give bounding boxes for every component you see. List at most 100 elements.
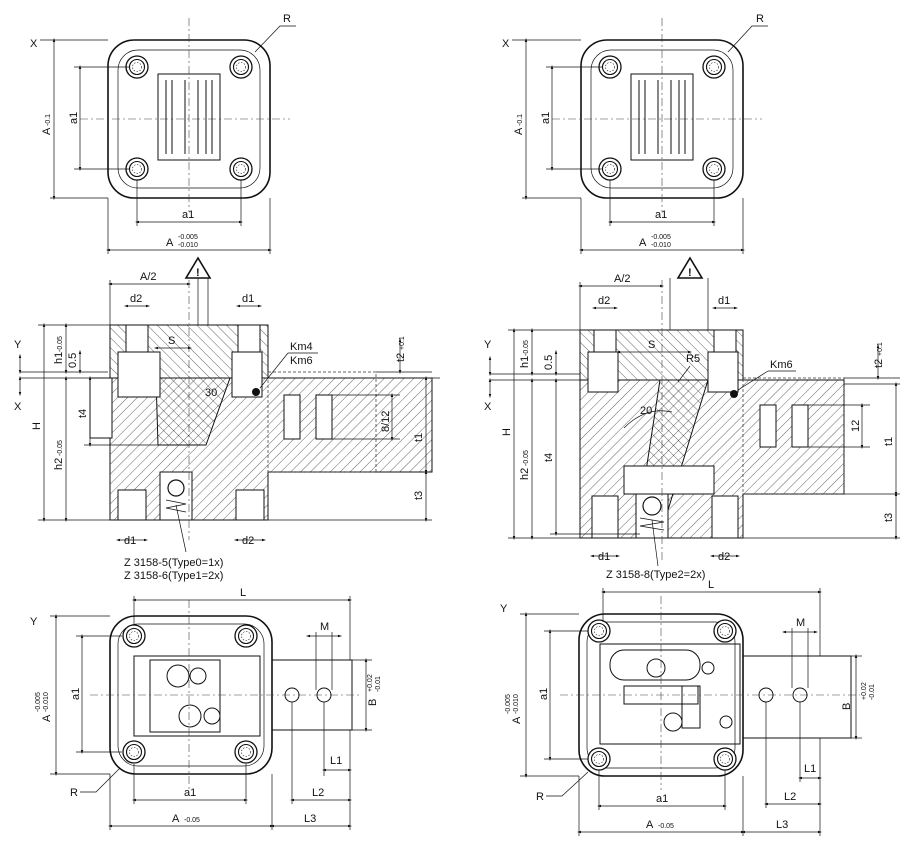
dim-h2: h2 [53, 458, 65, 470]
dim-a1-vertical: a1 [70, 688, 82, 700]
dim-t3: t3 [883, 513, 895, 522]
x-label: X [484, 401, 492, 413]
dim-a-horizontal-tol-lo: -0.010 [178, 242, 198, 249]
bolt-icon [122, 624, 146, 648]
dim-a-vertical-tol: -0.1 [517, 114, 524, 126]
left-column: R X A -0.1 a1 a1 A -0.005 -0.010 [14, 13, 440, 830]
right-bottom-view: Y L M A -0.005 -0.010 a1 [500, 579, 876, 836]
marker-dot [252, 388, 260, 396]
dim-t4: t4 [77, 409, 89, 418]
bolt-hole [713, 329, 737, 353]
dim-a-horizontal: A [639, 237, 647, 249]
dim-t2: t2 [873, 359, 885, 368]
dim-l3: L3 [776, 819, 788, 831]
left-section-view: A/2 ! d2 d1 S 30 Km4 Km6 Y X [14, 256, 440, 582]
pocket [707, 351, 739, 393]
bolt-icon [713, 619, 737, 643]
dim-d2-bottom: d2 [242, 535, 254, 547]
bolt-hole [235, 489, 265, 521]
dim-h1-tol: -0.05 [523, 340, 530, 356]
dim-a-vertical: A [41, 714, 53, 722]
thread-hole [759, 404, 777, 448]
pocket [587, 351, 619, 393]
y-label: Y [14, 339, 22, 351]
bolt-icon [702, 157, 726, 181]
x-label: X [14, 401, 22, 413]
dim-a-vertical-tol: -0.1 [45, 114, 52, 126]
bolt-hole [593, 329, 617, 353]
bolt-hole [237, 324, 261, 353]
bolt-hole [711, 495, 739, 539]
radius-label: R [756, 13, 764, 25]
dim-8-12: 8/12 [380, 411, 392, 432]
warning-mark: ! [196, 267, 200, 279]
dim-d2-top: d2 [130, 293, 142, 305]
dim-h2-tol: -0.05 [57, 440, 64, 456]
dim-a-vertical-tol-lo: -0.010 [513, 694, 520, 714]
dim-a-horizontal-tol-up: -0.005 [178, 234, 198, 241]
km6-label: Km6 [290, 355, 313, 367]
dim-h2-tol: -0.05 [523, 450, 530, 466]
dim-b-tol-up: +0.02 [367, 674, 374, 692]
dim-a1-vertical: a1 [68, 112, 80, 124]
dim-l1: L1 [330, 755, 342, 767]
dim-l: L [240, 587, 246, 599]
note-type1: Z 3158-6(Type1=2x) [124, 570, 223, 582]
side-gap [89, 377, 113, 439]
km4-label: Km4 [290, 341, 313, 353]
bolt-icon [122, 740, 146, 764]
driver-wedge [155, 377, 231, 446]
dim-d1-top: d1 [718, 295, 730, 307]
dim-d1-bottom: d1 [124, 535, 136, 547]
dim-0-5: 0.5 [67, 353, 79, 368]
x-axis-label: X [502, 38, 510, 50]
slide-block [630, 73, 694, 161]
dim-t4: t4 [543, 453, 555, 462]
dim-h2: h2 [519, 468, 531, 480]
dim-d1-bottom: d1 [598, 551, 610, 563]
dim-a-vertical-tol-lo: -0.010 [43, 692, 50, 712]
bolt-icon [234, 624, 258, 648]
thread-hole [315, 394, 333, 440]
dim-t2-tol: +0.1 [877, 342, 884, 356]
radius-label: R [70, 787, 78, 799]
bolt-icon [587, 747, 611, 771]
dim-a-half: A/2 [140, 271, 157, 283]
dim-a-vertical-tol-up: -0.005 [505, 694, 512, 714]
dim-h1-tol: -0.05 [57, 336, 64, 352]
bolt-icon [229, 55, 253, 79]
workpiece-outline [742, 377, 845, 495]
dim-a1-horizontal: a1 [655, 209, 667, 221]
note-type2: Z 3158-8(Type2=2x) [606, 569, 705, 581]
dim-a1-horizontal: a1 [182, 209, 194, 221]
workpiece-outline [267, 371, 377, 473]
dim-h: H [501, 428, 513, 436]
radius-label: R [283, 13, 291, 25]
slide-block [157, 73, 221, 161]
thread-hole [283, 394, 301, 440]
dim-l2: L2 [784, 791, 796, 803]
dim-a1-vertical: a1 [540, 112, 552, 124]
dim-a1-vertical: a1 [538, 688, 550, 700]
workpiece-outline [742, 655, 852, 739]
x-axis-label: X [30, 38, 38, 50]
slide-recess [623, 465, 715, 495]
dim-d2-top: d2 [598, 295, 610, 307]
dim-b-tol-up: +0.02 [861, 682, 868, 700]
dim-a1-horizontal: a1 [184, 787, 196, 799]
bolt-hole [125, 324, 149, 353]
bolt-icon [587, 619, 611, 643]
bolt-hole [117, 489, 147, 521]
dim-t1: t1 [883, 437, 895, 446]
note-type0: Z 3158-5(Type0=1x) [124, 557, 223, 569]
y-label: Y [30, 616, 38, 628]
dim-a-vertical: A [41, 127, 53, 135]
dim-a1-horizontal: a1 [656, 793, 668, 805]
dim-d1-top: d1 [242, 293, 254, 305]
dim-s: S [648, 339, 655, 351]
dim-a-vertical-tol-up: -0.005 [35, 692, 42, 712]
dim-s: S [168, 335, 175, 347]
pocket [117, 351, 161, 398]
dim-m: M [320, 621, 329, 633]
dim-h1: h1 [53, 352, 65, 364]
